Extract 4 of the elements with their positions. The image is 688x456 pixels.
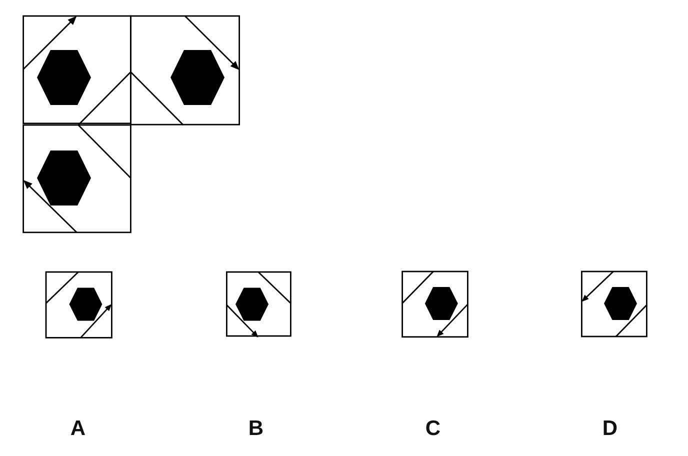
option-letter: D <box>602 418 618 438</box>
option-letter: C <box>425 418 441 438</box>
option-letter: A <box>70 418 86 438</box>
option-letter: B <box>248 418 264 438</box>
